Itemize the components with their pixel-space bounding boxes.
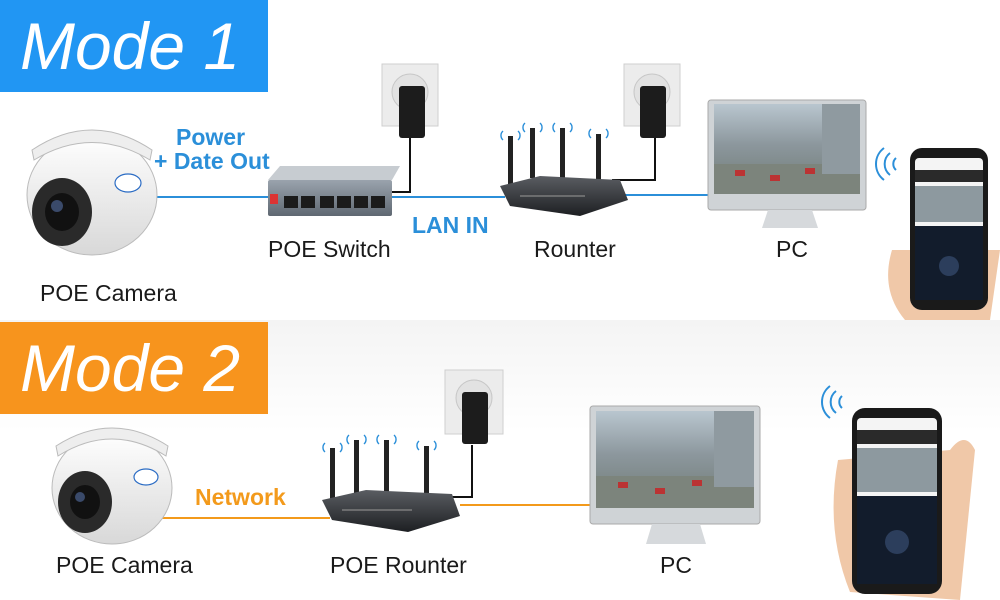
router-icon: [500, 122, 628, 216]
router-icon: [322, 434, 460, 532]
dome-camera-icon: [26, 129, 158, 256]
pc-label: PC: [776, 236, 808, 262]
wall-outlet-icon: [623, 63, 681, 138]
smartphone-icon: [833, 408, 975, 600]
poe-camera-label: POE Camera: [40, 280, 177, 306]
smartphone-icon: [888, 148, 1000, 320]
network-label: Network: [195, 484, 286, 510]
power-label: Power: [176, 124, 246, 150]
wifi-signal-icon: [821, 385, 843, 419]
wifi-signal-icon: [875, 147, 897, 181]
pc-label: PC: [660, 552, 692, 578]
wall-outlet-icon: [381, 63, 439, 138]
mode1-cables: [150, 138, 710, 198]
mode-2-title: Mode 2: [0, 322, 268, 414]
poe-switch-icon: [268, 166, 400, 216]
mode-1-title: Mode 1: [0, 0, 268, 92]
lan-in-label: LAN IN: [412, 212, 489, 238]
monitor-icon: [589, 405, 761, 544]
router-label: Rounter: [534, 236, 616, 262]
dome-camera-icon: [51, 427, 173, 545]
poe-router-label: POE Rounter: [330, 552, 467, 578]
mode2-cables: [150, 445, 592, 519]
data-out-label: + Date Out: [154, 148, 270, 174]
poe-camera-label: POE Camera: [56, 552, 193, 578]
poe-switch-label: POE Switch: [268, 236, 391, 262]
monitor-icon: [707, 99, 867, 228]
wall-outlet-icon: [444, 369, 504, 444]
